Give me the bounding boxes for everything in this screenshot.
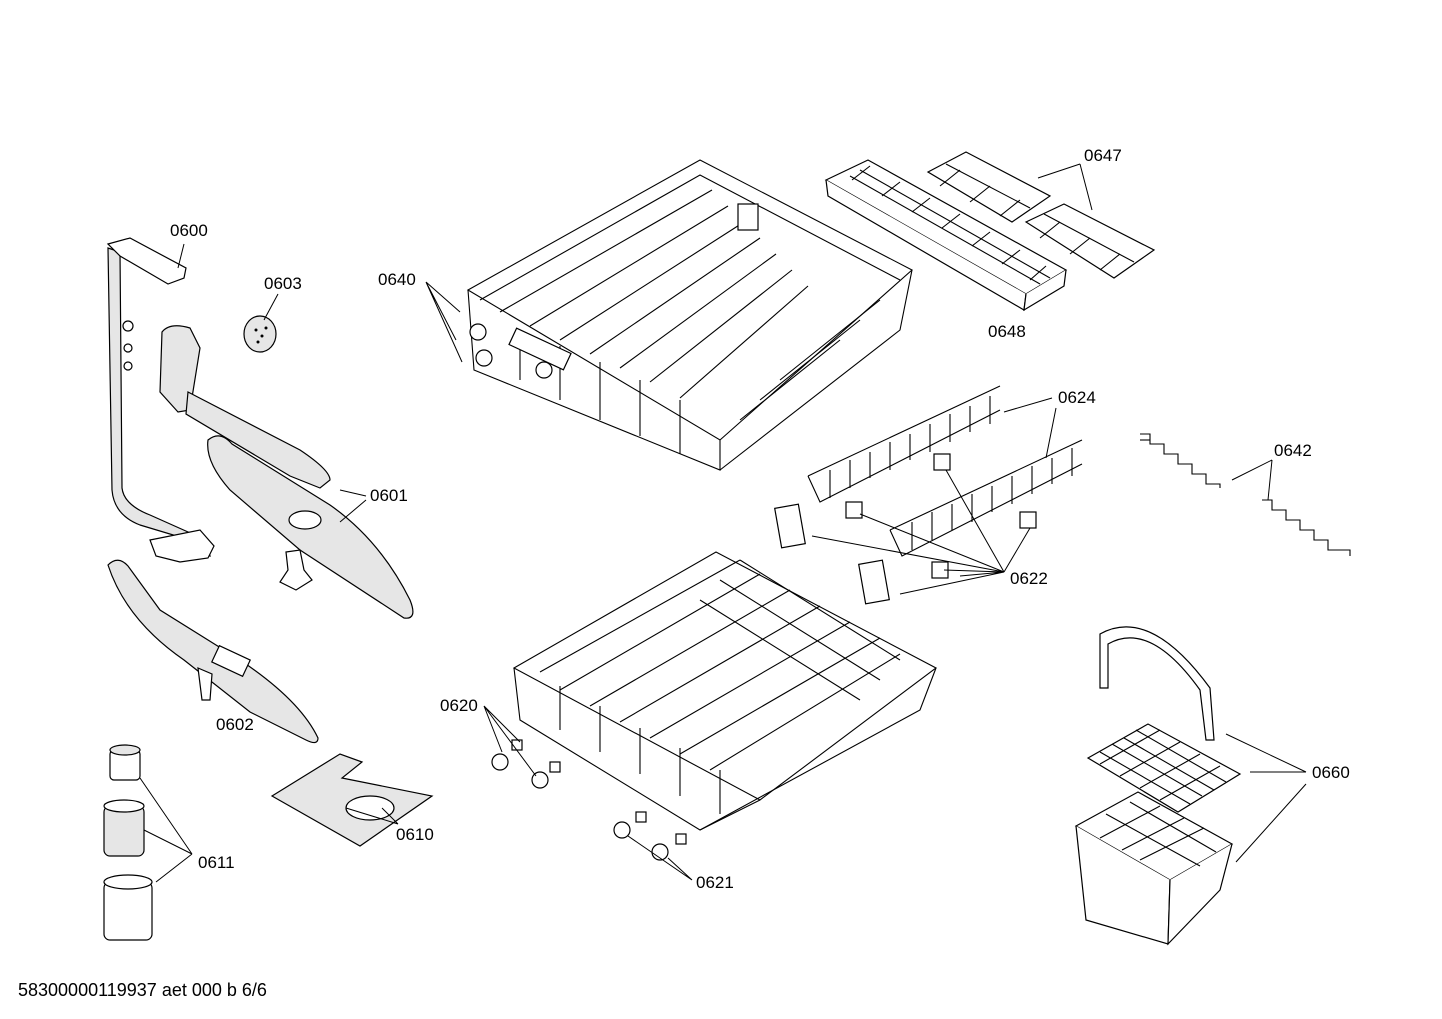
label-0611: 0611 bbox=[198, 853, 235, 872]
part-lower-basket bbox=[512, 551, 938, 831]
part-0611-filter-set bbox=[103, 744, 153, 941]
part-0610-filter-plate bbox=[270, 753, 434, 847]
label-0621: 0621 bbox=[696, 873, 734, 892]
label-0601: 0601 bbox=[370, 486, 408, 505]
label-0647: 0647 bbox=[1084, 146, 1122, 165]
label-0603: 0603 bbox=[264, 274, 302, 293]
document-footer-id: 58300000119937 aet 000 b 6/6 bbox=[18, 980, 267, 1000]
part-0620-wheels bbox=[491, 739, 561, 789]
label-0642: 0642 bbox=[1274, 441, 1312, 460]
label-0640: 0640 bbox=[378, 270, 416, 289]
part-0600-spray-supply-tube bbox=[106, 237, 215, 563]
leader-lines bbox=[139, 163, 1307, 883]
label-0600: 0600 bbox=[170, 221, 208, 240]
label-0624: 0624 bbox=[1058, 388, 1096, 407]
part-0601-upper-spray-arm bbox=[159, 325, 414, 619]
part-0648-cutlery-tray bbox=[824, 159, 1068, 312]
part-0660-cutlery-basket bbox=[1074, 626, 1242, 946]
label-0648: 0648 bbox=[988, 322, 1026, 341]
part-0647-tray-inserts bbox=[926, 151, 1156, 279]
part-0624-tine-racks bbox=[807, 385, 1083, 557]
part-0622-rack-clips bbox=[774, 453, 1037, 605]
part-0602-lower-spray-arm bbox=[107, 559, 319, 744]
part-0603-nozzle-cap bbox=[243, 315, 277, 353]
label-0602: 0602 bbox=[216, 715, 254, 734]
label-0610: 0610 bbox=[396, 825, 434, 844]
part-0621-wheels bbox=[613, 811, 687, 861]
label-0620: 0620 bbox=[440, 696, 478, 715]
label-0660: 0660 bbox=[1312, 763, 1350, 782]
part-0640-upper-basket bbox=[466, 159, 913, 471]
label-0622: 0622 bbox=[1010, 569, 1048, 588]
part-0642-cup-rack-steps bbox=[1140, 433, 1351, 556]
